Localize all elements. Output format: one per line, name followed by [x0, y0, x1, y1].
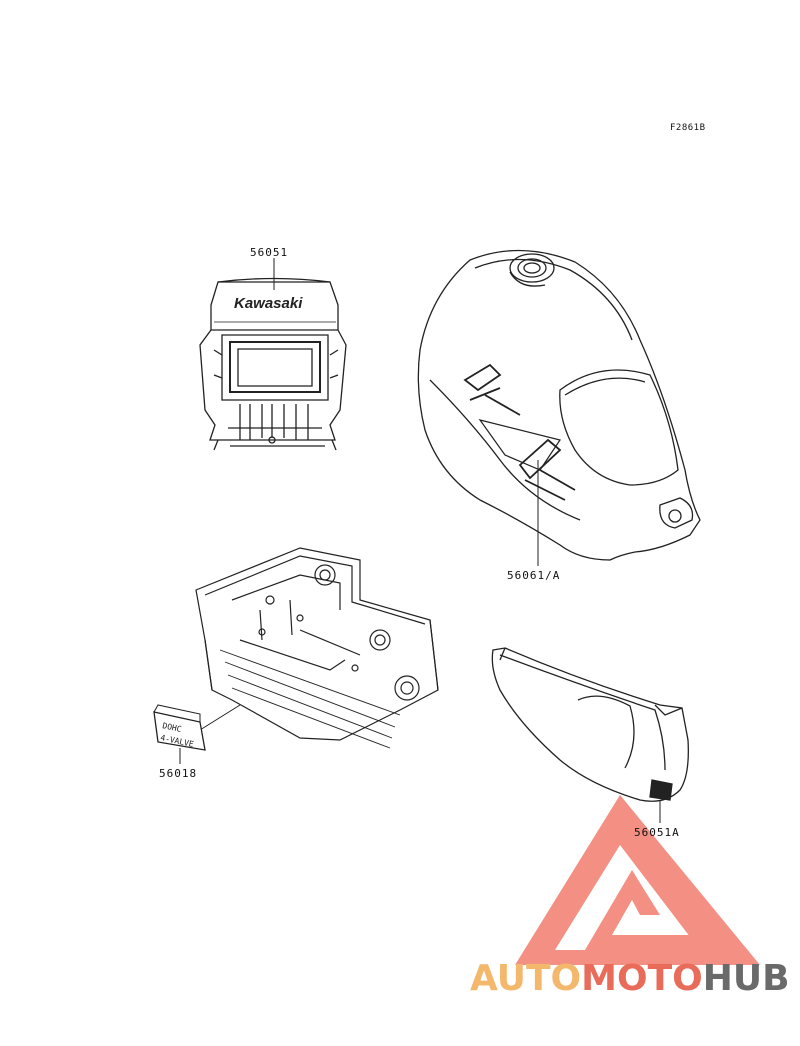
part-code-fuel-tank-decal: 56061/A — [507, 569, 561, 582]
part-code-headlight-decal: 56051 — [250, 246, 289, 259]
fuel-tank-drawing — [417, 249, 701, 566]
head-label-line1: DOHC — [162, 721, 183, 734]
headlight-brand-text: Kawasaki — [234, 295, 303, 312]
part-code-side-cover-decal: 56051A — [634, 826, 680, 839]
watermark-auto: AUTO — [470, 958, 582, 999]
figure-id: F2861B — [670, 123, 706, 133]
watermark-text: AUTOMOTOHUB — [470, 958, 790, 999]
cylinder-head-drawing: DOHC 4-VALVE — [153, 547, 439, 764]
part-code-cylinder-head-label: 56018 — [159, 767, 198, 780]
watermark-moto: MOTO — [581, 958, 703, 999]
side-cover-drawing — [491, 647, 689, 823]
watermark-hub: HUB — [702, 958, 790, 999]
headlight-cowl-drawing: Kawasaki — [199, 258, 347, 451]
watermark-logo-icon — [515, 795, 760, 965]
